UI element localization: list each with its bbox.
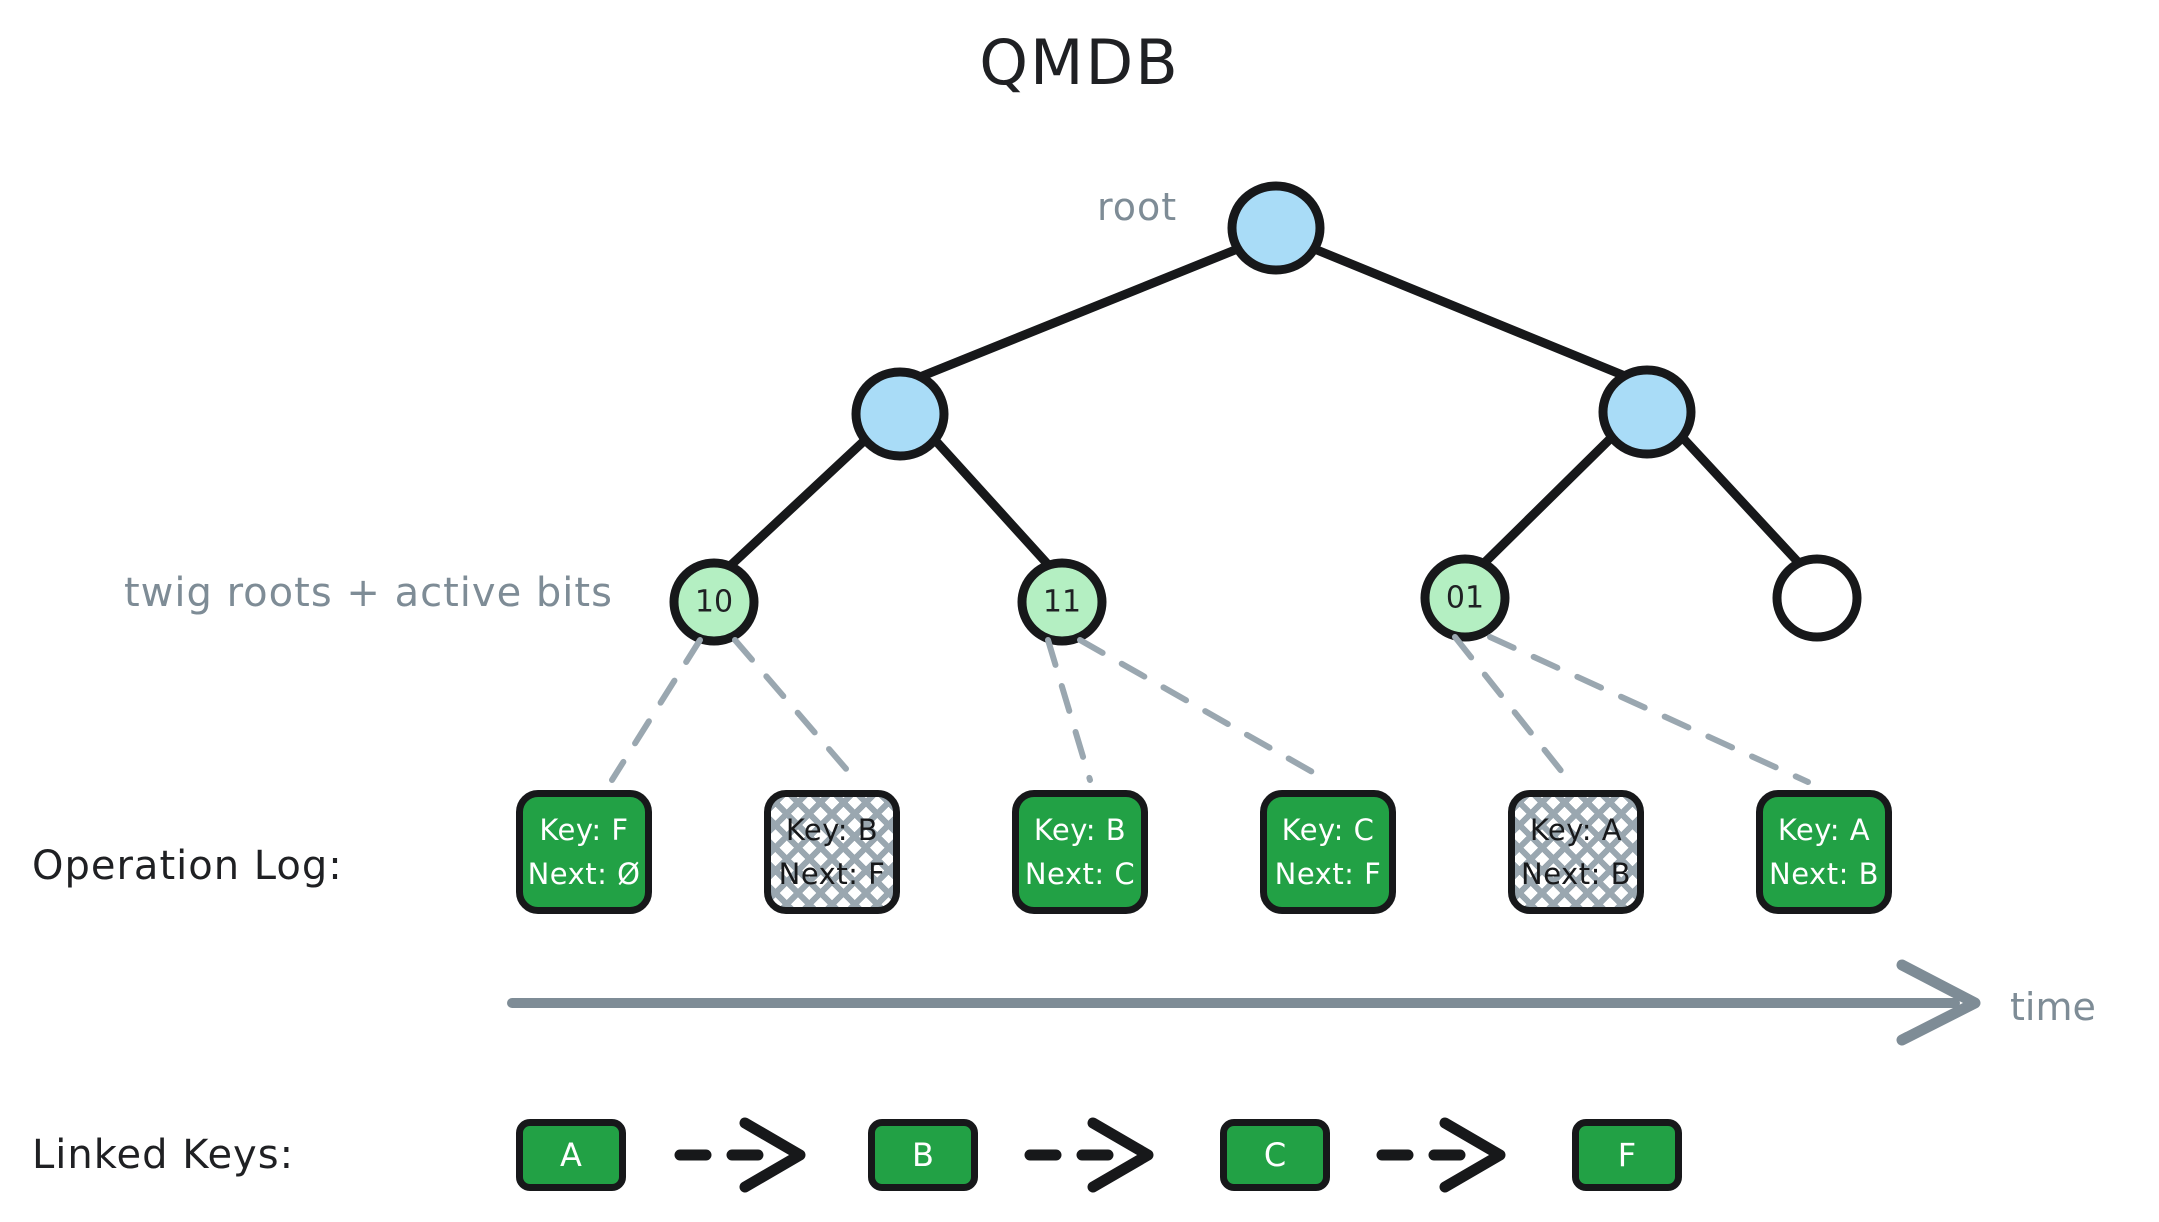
- twig-roots-label: twig roots + active bits: [124, 570, 613, 616]
- edge-innerright-twig01: [1467, 432, 1617, 580]
- linked-keys-label: Linked Keys:: [32, 1132, 295, 1178]
- edge-root-innerleft: [895, 245, 1240, 390]
- op-log-entry-0-next: Next: Ø: [527, 857, 641, 891]
- linked-key-node-f[interactable]: F: [1572, 1119, 1682, 1191]
- linked-keys-arrow-b-c: [1024, 1117, 1154, 1193]
- linked-key-node-b[interactable]: B: [868, 1119, 978, 1191]
- tree-nodes: [669, 181, 1862, 646]
- op-log-entry-5[interactable]: Key: A Next: B: [1756, 790, 1892, 914]
- tree-node-inner-left[interactable]: [851, 367, 949, 461]
- op-log-entry-0[interactable]: Key: F Next: Ø: [516, 790, 652, 914]
- twig-entry-dashed-links: [609, 634, 1811, 788]
- op-log-entry-5-next: Next: B: [1769, 857, 1879, 891]
- time-axis: [507, 959, 1981, 1046]
- op-log-entry-1[interactable]: Key: B Next: F: [764, 790, 900, 914]
- op-log-entry-2[interactable]: Key: B Next: C: [1012, 790, 1148, 914]
- time-label: time: [2010, 985, 2096, 1029]
- linked-key-node-a[interactable]: A: [516, 1119, 626, 1191]
- op-log-entry-1-next: Next: F: [778, 857, 886, 891]
- linked-keys-arrow-a-b: [674, 1117, 806, 1193]
- dashed-link-twig10-entry0: [609, 637, 703, 783]
- twig-label-11: 11: [1042, 584, 1082, 620]
- linked-key-node-c[interactable]: C: [1220, 1119, 1330, 1191]
- op-log-entry-0-key: Key: F: [539, 813, 629, 847]
- twig-label-01: 01: [1445, 580, 1485, 616]
- edge-innerleft-twig11: [930, 435, 1067, 585]
- page-title: QMDB: [979, 26, 1180, 99]
- edge-innerright-twigempty: [1677, 432, 1815, 580]
- tree-node-inner-right[interactable]: [1598, 365, 1696, 459]
- edge-innerleft-twig10: [710, 435, 870, 585]
- op-log-entry-2-key: Key: B: [1033, 813, 1127, 847]
- op-log-entry-5-key: Key: A: [1777, 813, 1871, 847]
- op-log-entry-3[interactable]: Key: C Next: F: [1260, 790, 1396, 914]
- time-axis-arrowhead: [1896, 959, 1981, 1046]
- op-log-entry-4[interactable]: Key: A Next: B: [1508, 790, 1644, 914]
- op-log-entry-4-key: Key: A: [1529, 813, 1623, 847]
- edge-root-innerright: [1312, 245, 1652, 390]
- twig-label-10: 10: [694, 584, 734, 620]
- operation-log-label: Operation Log:: [32, 843, 343, 889]
- op-log-entry-3-next: Next: F: [1274, 857, 1382, 891]
- dashed-link-twig11-entry3: [1077, 637, 1333, 785]
- dashed-link-twig11-entry2: [1045, 637, 1093, 783]
- dashed-link-twig10-entry1: [732, 637, 863, 788]
- op-log-entry-1-key: Key: B: [785, 813, 879, 847]
- op-log-entry-3-key: Key: C: [1281, 813, 1375, 847]
- root-label: root: [1097, 185, 1178, 229]
- tree-node-twig-empty[interactable]: [1772, 554, 1862, 642]
- dashed-link-twig01-entry5: [1487, 634, 1811, 785]
- tree-node-root[interactable]: [1227, 181, 1325, 275]
- linked-keys-arrows: [674, 1117, 1506, 1193]
- dashed-link-twig01-entry4: [1452, 634, 1573, 785]
- op-log-entry-4-next: Next: B: [1521, 857, 1631, 891]
- op-log-entry-2-next: Next: C: [1024, 857, 1136, 891]
- linked-keys-arrow-c-f: [1376, 1117, 1506, 1193]
